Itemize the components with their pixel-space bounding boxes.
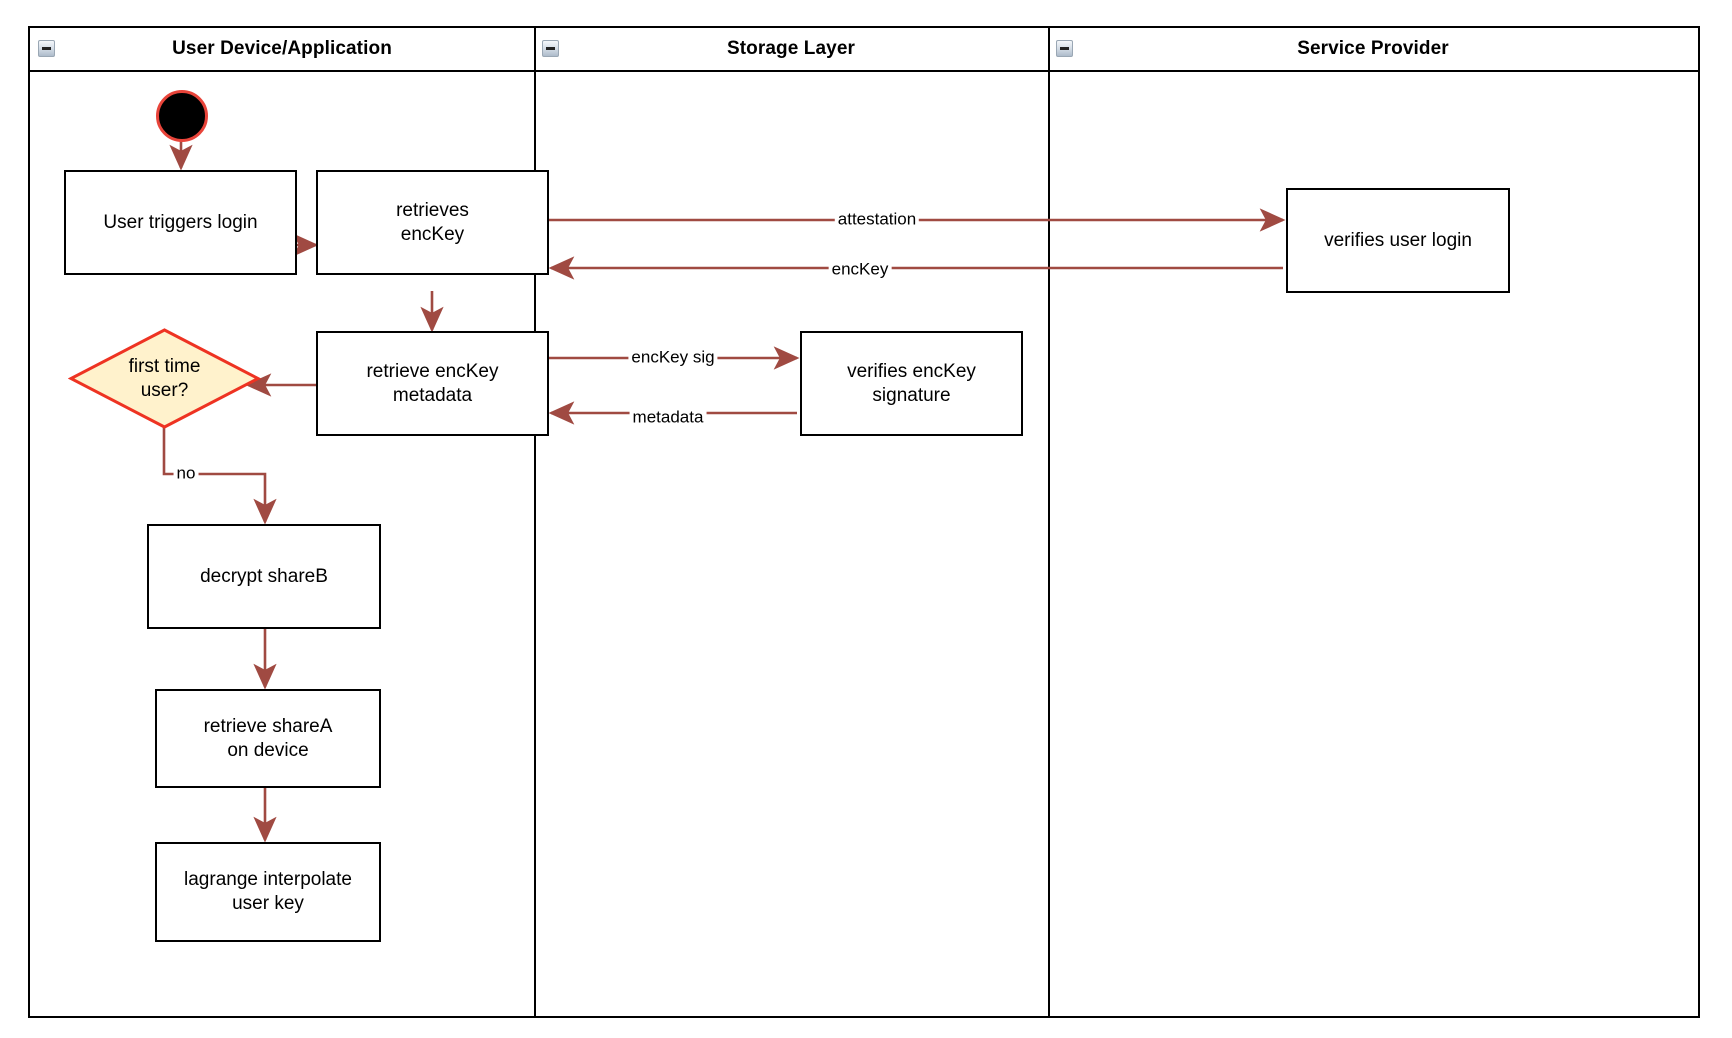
edge-label-metadata: metadata bbox=[629, 408, 707, 428]
node-user-triggers-login[interactable]: User triggers login bbox=[64, 170, 297, 275]
edge-label-attestation: attestation bbox=[834, 210, 920, 230]
lane-header-service-provider[interactable]: Service Provider bbox=[1048, 28, 1698, 72]
start-node bbox=[156, 90, 208, 142]
decision-diamond-shape bbox=[68, 328, 261, 429]
lane-title-user-device: User Device/Application bbox=[172, 38, 392, 59]
edge-label-no: no bbox=[173, 464, 199, 484]
swimlane-pool: User Device/Application Storage Layer Se… bbox=[28, 26, 1700, 1018]
lane-header-storage-layer[interactable]: Storage Layer bbox=[534, 28, 1048, 72]
minus-box-icon[interactable] bbox=[542, 40, 559, 57]
lane-title-storage-layer: Storage Layer bbox=[726, 38, 856, 59]
node-verifies-user-login[interactable]: verifies user login bbox=[1286, 188, 1510, 293]
node-retrieve-sharea-on-device[interactable]: retrieve shareA on device bbox=[155, 689, 381, 788]
minus-box-icon[interactable] bbox=[38, 40, 55, 57]
minus-box-icon[interactable] bbox=[1056, 40, 1073, 57]
node-verifies-enckey-signature[interactable]: verifies encKey signature bbox=[800, 331, 1023, 436]
lane-header-user-device[interactable]: User Device/Application bbox=[30, 28, 534, 72]
decision-label: first time user? bbox=[128, 356, 201, 401]
edge-label-enckey-sig: encKey sig bbox=[628, 348, 718, 368]
edge-label-enckey: encKey bbox=[828, 260, 892, 280]
node-retrieve-enckey-metadata[interactable]: retrieve encKey metadata bbox=[316, 331, 549, 436]
node-decrypt-shareb[interactable]: decrypt shareB bbox=[147, 524, 381, 629]
lane-divider-1 bbox=[534, 28, 536, 1016]
lane-title-service-provider: Service Provider bbox=[1297, 38, 1449, 59]
node-lagrange-interpolate-user-key[interactable]: lagrange interpolate user key bbox=[155, 842, 381, 942]
node-retrieves-enckey[interactable]: retrieves encKey bbox=[316, 170, 549, 275]
node-first-time-user[interactable]: first time user? bbox=[68, 327, 261, 430]
lane-divider-2 bbox=[1048, 28, 1050, 1016]
